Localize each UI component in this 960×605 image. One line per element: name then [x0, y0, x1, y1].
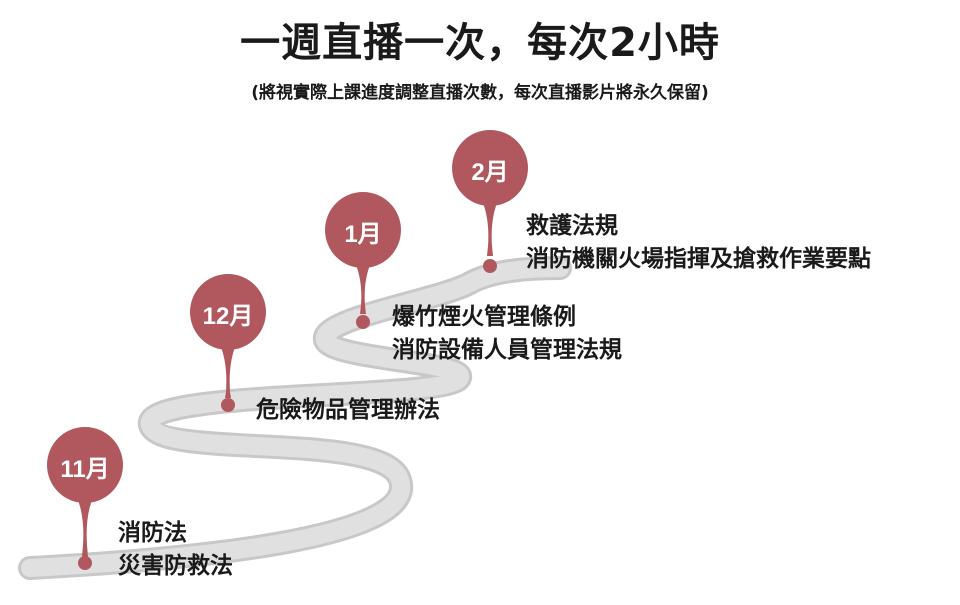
topic-item: 救護法規	[526, 213, 618, 239]
milestone-month: 12月	[202, 303, 254, 330]
map-pin-icon	[190, 274, 266, 412]
page-subtitle: (將視實際上課進度調整直播次數，每次直播影片將永久保留)	[251, 83, 709, 103]
milestone-topics-jan: 爆竹煙火管理條例 消防設備人員管理法規	[392, 301, 622, 367]
milestone-topics-feb: 救護法規 消防機關火場指揮及搶救作業要點	[526, 210, 871, 276]
topic-item: 消防法	[118, 520, 187, 546]
topic-item: 消防設備人員管理法規	[392, 337, 622, 363]
milestone-marker-feb: 2月	[450, 128, 530, 308]
milestone-topics-nov: 消防法 災害防救法	[118, 517, 233, 583]
map-pin-icon	[47, 427, 123, 570]
milestone-marker-nov: 11月	[45, 425, 125, 605]
milestone-marker-dec: 12月	[188, 272, 268, 452]
topic-item: 災害防救法	[118, 553, 233, 579]
topic-item: 消防機關火場指揮及搶救作業要點	[526, 246, 871, 272]
milestone-topics-dec: 危險物品管理辦法	[256, 394, 440, 427]
milestone-marker-jan: 1月	[323, 190, 403, 370]
page-title: 一週直播一次，每次2小時	[240, 20, 720, 66]
milestone-month: 1月	[344, 221, 382, 248]
topic-item: 爆竹煙火管理條例	[392, 304, 576, 330]
milestone-month: 2月	[471, 159, 509, 186]
milestone-month: 11月	[60, 456, 110, 483]
topic-item: 危險物品管理辦法	[256, 397, 440, 423]
map-pin-icon	[325, 192, 401, 329]
map-pin-icon	[452, 130, 528, 273]
